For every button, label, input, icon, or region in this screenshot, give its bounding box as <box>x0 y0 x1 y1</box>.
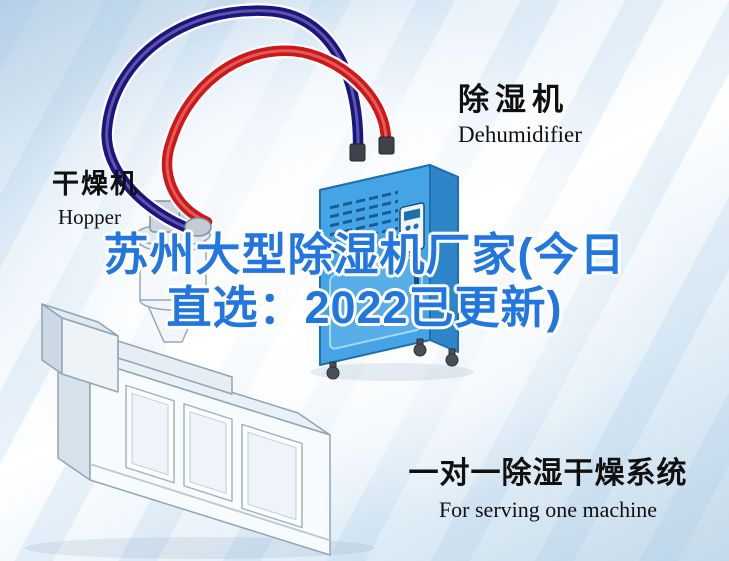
extruder-head-front <box>61 317 119 393</box>
dehumidifier-casters <box>326 338 459 380</box>
dryer-front-doors <box>90 384 330 542</box>
hopper-label-cn: 干燥机 <box>52 169 139 199</box>
caption-group: 一对一除湿干燥系统 For serving one machine <box>402 448 694 523</box>
control-panel-button <box>405 225 411 231</box>
dehumidifier-label-en: Dehumidifier <box>458 122 582 147</box>
extruder-barrel <box>117 340 233 395</box>
dehumidifier-front-details <box>329 190 425 350</box>
watermark-line1: 苏州大型除湿机厂家(今日 <box>103 229 626 280</box>
pipes <box>99 3 394 238</box>
control-panel-button <box>413 223 419 229</box>
dehumidifier-illustration <box>319 164 459 380</box>
control-panel-button <box>413 233 419 239</box>
red-pipe-highlight <box>165 49 388 224</box>
control-panel-button <box>405 235 411 241</box>
dehumidifier-door <box>329 255 423 350</box>
dehumidifier-label-group: 除湿机 Dehumidifier <box>458 74 582 148</box>
hopper-label-en: Hopper <box>58 205 121 229</box>
dehumidifier-door-handle <box>414 271 419 303</box>
dehumidifier-label-cn: 除湿机 <box>458 82 569 117</box>
watermark-line2: 直选：2022已更新) <box>166 282 563 334</box>
dehumidifier-nozzle-left <box>349 143 366 162</box>
hopper-label-group: 干燥机 Hopper <box>52 162 139 230</box>
blue-pipe-highlight <box>105 9 360 232</box>
dryer-machine-illustration <box>41 200 331 556</box>
dehumidifier-nozzle-right <box>378 136 395 155</box>
caption-cn: 一对一除湿干燥系统 <box>408 457 688 490</box>
watermark-text: 苏州大型除湿机厂家(今日 直选：2022已更新) <box>0 228 729 334</box>
hopper-pipe-collar <box>184 217 212 237</box>
caption-en: For serving one machine <box>438 497 658 522</box>
red-pipe <box>161 45 392 228</box>
control-panel-display <box>404 208 420 221</box>
blue-pipe <box>101 5 364 236</box>
dehumidifier-shadow <box>310 363 474 381</box>
